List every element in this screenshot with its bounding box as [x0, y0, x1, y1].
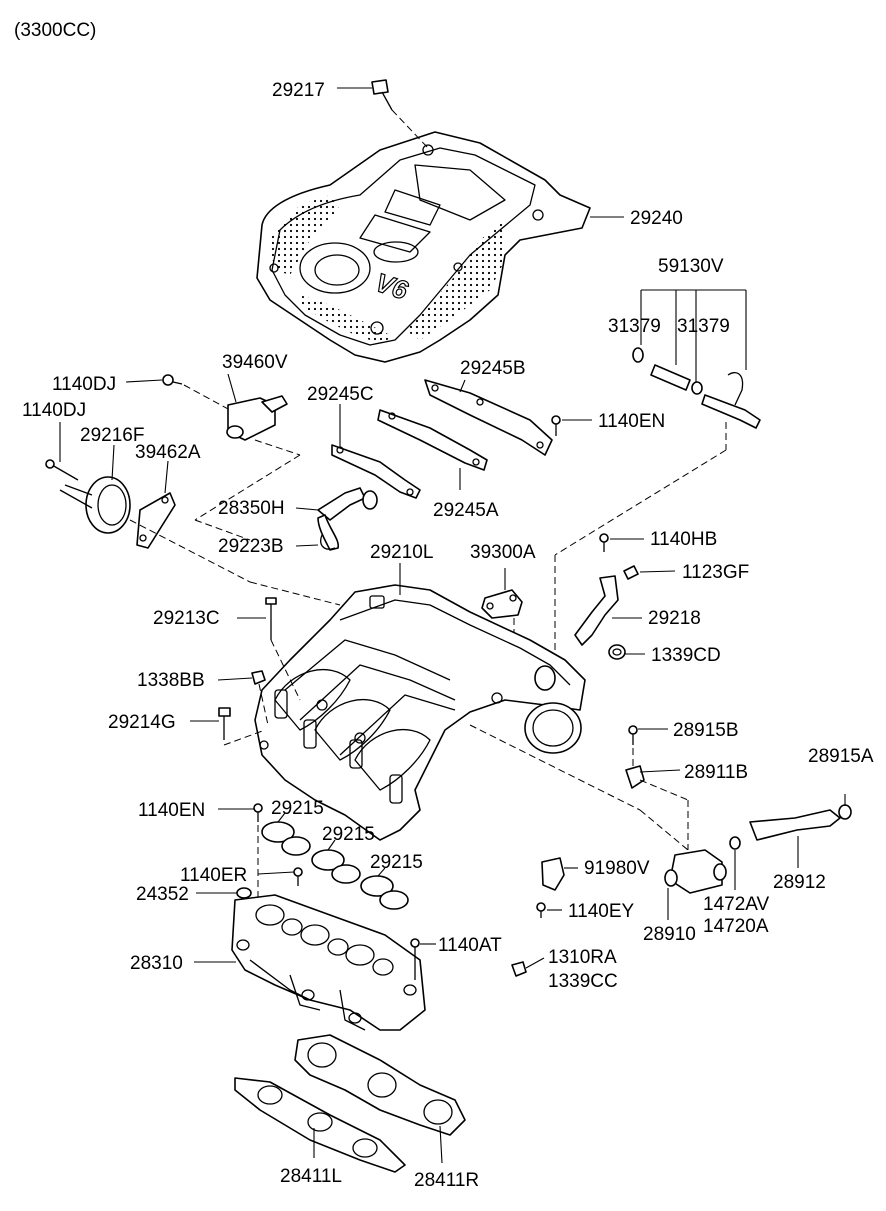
bolt-29217-icon: [371, 79, 429, 149]
label-91980v: 91980V: [584, 858, 650, 879]
label-39462a: 39462A: [135, 442, 201, 463]
label-39460v: 39460V: [222, 352, 288, 373]
label-29215-b: 29215: [322, 824, 375, 845]
nut-1338bb-icon: [251, 670, 269, 726]
bracket-29245a: [377, 409, 488, 471]
label-28910: 28910: [643, 924, 696, 945]
label-29218: 29218: [648, 608, 701, 629]
label-31379-left: 31379: [608, 316, 661, 337]
bracket-29245b: [424, 379, 553, 456]
actuator-29216f: [45, 459, 341, 606]
bolt-29214g-icon: [218, 707, 266, 746]
label-1123gf: 1123GF: [682, 562, 749, 583]
label-1140en-top: 1140EN: [598, 411, 665, 432]
label-29217: 29217: [272, 80, 325, 101]
label-28911b: 28911B: [684, 762, 748, 783]
bolt-29213c-icon: [265, 597, 301, 701]
label-29210l: 29210L: [370, 542, 433, 563]
label-29245a: 29245A: [433, 500, 499, 521]
label-1338bb: 1338BB: [137, 670, 205, 691]
bolt-1140er-icon: [293, 867, 303, 886]
label-59130v: 59130V: [658, 256, 724, 277]
engine-cover: V6: [256, 131, 591, 363]
label-28915a: 28915A: [808, 746, 874, 767]
label-28411r: 28411R: [414, 1170, 479, 1191]
intake-manifold-29210l: [254, 584, 689, 851]
bolt-1140en-low-icon: [253, 803, 263, 900]
label-29240: 29240: [630, 208, 683, 229]
label-1140dj-top: 1140DJ: [52, 374, 116, 395]
label-29223b: 29223B: [218, 536, 284, 557]
label-28350h: 28350H: [218, 498, 285, 519]
label-1310ra: 1310RA: [548, 947, 617, 968]
nut-1310ra-icon: [511, 961, 527, 977]
label-28912: 28912: [773, 872, 826, 893]
label-28915b: 28915B: [673, 720, 739, 741]
gasket-28411r: [294, 1034, 466, 1136]
gasket-28411l: [234, 1077, 406, 1173]
label-29215-a: 29215: [271, 798, 324, 819]
sensor-39300a: [481, 568, 523, 690]
hose-set-59130v: [554, 289, 761, 655]
hose-28350h: [317, 487, 378, 551]
label-1339cc: 1339CC: [548, 971, 618, 992]
lower-manifold-28310: [231, 894, 426, 1031]
bolt-1140ey-icon: [536, 902, 546, 918]
part-labels: 29217 29240 59130V 31379 31379 39460V 11…: [22, 80, 874, 1191]
label-28411l: 28411L: [280, 1166, 342, 1187]
label-1140er: 1140ER: [180, 865, 247, 886]
label-1472av: 1472AV: [703, 894, 770, 915]
label-29215-c: 29215: [370, 852, 423, 873]
label-29245c: 29245C: [307, 384, 374, 405]
label-1339cd: 1339CD: [651, 645, 721, 666]
bracket-29245c: [331, 444, 421, 499]
gaskets-29215: [261, 821, 409, 910]
valve-28910: [625, 725, 852, 894]
bolt-1140at-icon: [410, 938, 420, 980]
label-31379-right: 31379: [677, 316, 730, 337]
label-24352: 24352: [136, 884, 189, 905]
nut-24352-icon: [236, 887, 252, 899]
solenoid-valve-39460v: [162, 374, 301, 541]
bolt-1140en-top-icon: [551, 415, 561, 436]
bracket-29218: [574, 533, 639, 660]
label-29245b: 29245B: [460, 358, 526, 379]
label-28310: 28310: [130, 953, 183, 974]
label-14720a: 14720A: [703, 916, 769, 937]
label-29216f: 29216F: [80, 425, 144, 446]
label-1140ey: 1140EY: [568, 901, 635, 922]
label-1140en-low: 1140EN: [138, 800, 205, 821]
label-1140dj-left: 1140DJ: [22, 400, 86, 421]
leader-lines: [59, 87, 846, 1164]
label-1140hb: 1140HB: [650, 529, 717, 550]
clip-91980v: [541, 857, 565, 891]
label-29213c: 29213C: [153, 608, 220, 629]
label-39300a: 39300A: [470, 542, 536, 563]
label-29214g: 29214G: [108, 712, 176, 733]
title: (3300CC): [14, 20, 96, 41]
label-1140at: 1140AT: [438, 935, 502, 956]
